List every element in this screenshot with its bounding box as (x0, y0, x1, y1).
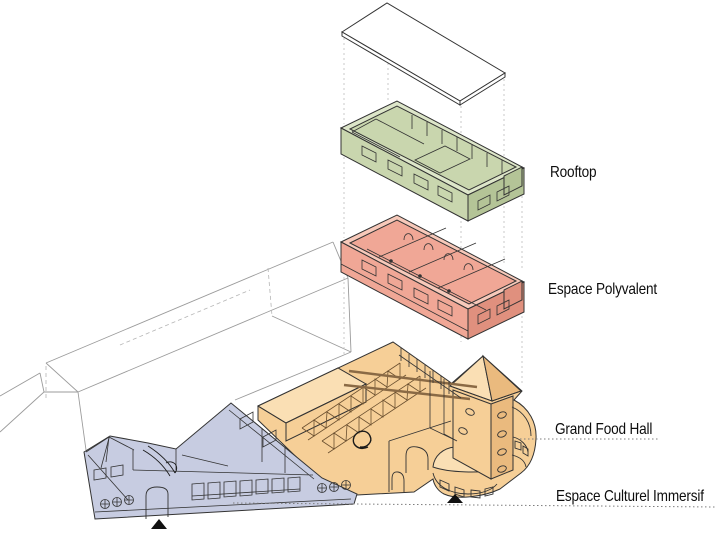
culturel-interior-partitions (94, 409, 352, 513)
polyvalent-interior-beams (366, 227, 506, 311)
context-roof-eave (77, 277, 349, 393)
tower-round-window (497, 465, 507, 473)
rooftop-windows (361, 145, 510, 211)
rooftop-interior-partitions (351, 118, 471, 174)
spiral-stair (352, 430, 372, 449)
culturel-roof-lines (85, 436, 135, 501)
roof-slab-top (341, 2, 506, 102)
apse-windows (514, 440, 529, 457)
entrance-marker-triangle (151, 519, 167, 529)
leader-line-espace-culturel (232, 502, 717, 508)
polyvalent-windows (340, 259, 510, 332)
tower-round-window (458, 427, 468, 435)
kiosk-details (432, 472, 498, 499)
entrance-marker-triangle (447, 494, 463, 503)
apse-details (511, 406, 532, 468)
roof-trusses (301, 362, 427, 454)
tower-round-window (497, 430, 507, 438)
tower-round-window (465, 408, 475, 416)
espace-polyvalent-level (339, 214, 526, 340)
culturel-clerestory-windows (93, 411, 277, 481)
tower-round-window (497, 448, 507, 456)
roof-slab-right-edge (459, 72, 506, 106)
tower-left-face (452, 389, 492, 480)
arched-door (391, 471, 405, 492)
food-hall-partitions (429, 371, 458, 442)
food-hall-front-arches (388, 420, 452, 492)
rooftop-columns (411, 115, 503, 174)
culturel-rosette-windows (100, 480, 351, 509)
leader-lines (232, 438, 717, 508)
culturel-ramp (142, 445, 178, 477)
label-grand-food-hall: Grand Food Hall (555, 421, 653, 438)
label-rooftop: Rooftop (550, 164, 597, 181)
context-gable-edge (45, 362, 79, 393)
tower-round-window (497, 411, 507, 419)
cross-beams (343, 369, 478, 401)
context-hidden-edges (45, 267, 273, 398)
polyvalent-interior-arches (403, 233, 474, 271)
context-lower-volume (234, 277, 352, 401)
espace-culturel-level (83, 402, 358, 520)
arched-window (405, 446, 429, 473)
food-hall-wedge-lines (257, 386, 361, 424)
label-espace-polyvalent: Espace Polyvalent (548, 281, 657, 298)
context-roof-ridge (45, 241, 334, 364)
culturel-window-row (191, 476, 301, 501)
context-buildings-outline (0, 241, 352, 451)
roof-slab (341, 2, 506, 106)
grand-food-hall-level (256, 341, 537, 499)
rooftop-level (339, 100, 526, 222)
entrance-markers (151, 494, 463, 529)
context-annex (0, 372, 87, 451)
tower-details (449, 385, 522, 473)
context-hidden-lines (45, 267, 273, 398)
kiosk-windows (439, 479, 494, 499)
culturel-arched-door (145, 486, 169, 519)
label-espace-culturel-immersif: Espace Culturel Immersif (556, 488, 704, 505)
